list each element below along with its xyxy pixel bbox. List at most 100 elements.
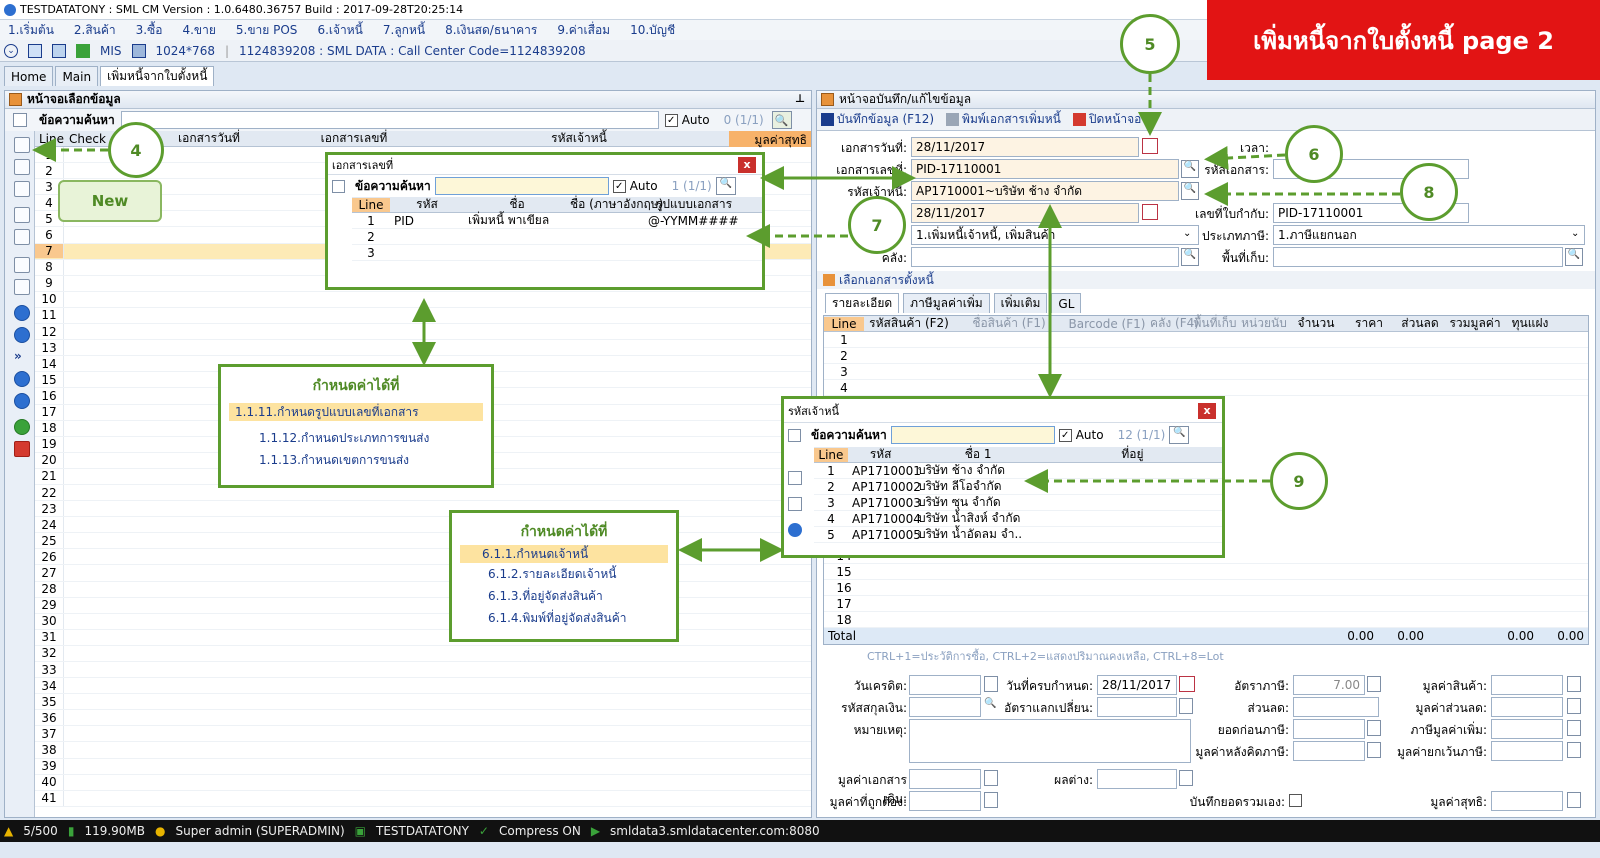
dialog1-row[interactable]: 3 <box>352 245 762 262</box>
doc-date-field[interactable]: 28/11/2017 <box>911 137 1139 157</box>
tree-icon[interactable] <box>13 113 27 127</box>
d2-col-name[interactable]: ชื่อ 1 <box>964 447 992 461</box>
calendar-icon[interactable] <box>1179 676 1195 692</box>
menu-item-10[interactable]: 10.บัญชี <box>630 22 676 37</box>
detail-col-3[interactable]: Barcode (F1) <box>1068 316 1146 331</box>
dialog1-auto-checkbox[interactable]: ✓ <box>612 179 626 193</box>
config-link-2[interactable]: 1.1.12.กำหนดประเภทการขนส่ง <box>259 430 430 445</box>
config-link-6[interactable]: 6.1.3.ที่อยู่จัดส่งสินค้า <box>488 588 603 603</box>
left-auto-checkbox[interactable]: ✓ <box>664 113 678 127</box>
calculator-icon[interactable] <box>984 792 998 808</box>
table-row[interactable]: 28 <box>35 581 811 598</box>
table-row[interactable]: 24 <box>35 517 811 534</box>
table-row[interactable]: 22 <box>35 484 811 502</box>
d1-col-name[interactable]: ชื่อ <box>509 197 525 211</box>
menu-item-1[interactable]: 1.เริ่มต้น <box>8 22 54 37</box>
preview-icon[interactable] <box>14 257 30 273</box>
table-row[interactable]: 36 <box>35 710 811 727</box>
search-icon[interactable]: 🔍 <box>1169 426 1190 444</box>
table-row[interactable]: 33 <box>35 662 811 679</box>
menu-item-7[interactable]: 7.ลูกหนี้ <box>382 22 426 37</box>
check-list-icon[interactable] <box>14 207 30 223</box>
d1-col-format[interactable]: รูปแบบเอกสาร <box>655 197 733 211</box>
creditor-field[interactable]: AP1710001~บริษัท ช้าง จำกัด <box>911 181 1179 201</box>
print-icon[interactable] <box>14 279 30 295</box>
search-icon[interactable]: 🔍 <box>771 111 792 129</box>
doc-no-field[interactable]: PID-17110001 <box>911 159 1179 179</box>
arrow-down-icon[interactable] <box>14 393 30 409</box>
left-search-input[interactable] <box>120 111 659 129</box>
calculator-icon[interactable] <box>1567 698 1581 714</box>
arrow-left-icon[interactable] <box>14 305 30 321</box>
close-icon[interactable] <box>14 441 30 457</box>
copy-document-icon[interactable] <box>14 181 30 197</box>
goods-value-field[interactable] <box>1491 675 1563 695</box>
menu-item-5[interactable]: 5.ขาย POS <box>235 22 298 37</box>
detail-row[interactable]: 1 <box>824 332 1588 349</box>
col-doc-no[interactable]: เอกสารเลขที่ <box>320 131 388 145</box>
detail-col-5[interactable]: พื้นที่เก็บ <box>1193 316 1237 330</box>
col-doc-date[interactable]: เอกสารวันที่ <box>178 131 240 145</box>
mis-icon[interactable] <box>76 43 90 58</box>
credit-day-field[interactable] <box>909 675 981 695</box>
due-date-field[interactable]: 28/11/2017 <box>1097 675 1177 695</box>
calendar-icon[interactable] <box>1142 204 1158 220</box>
calculator-icon[interactable] <box>52 43 66 58</box>
table-row[interactable]: 26 <box>35 549 811 566</box>
calculator-icon[interactable] <box>1567 792 1581 808</box>
tax-date-field[interactable]: 28/11/2017 <box>911 203 1139 223</box>
detail-col-7[interactable]: จำนวน <box>1297 316 1335 330</box>
d2-col-line[interactable]: Line <box>814 447 848 462</box>
resolution-icon[interactable] <box>131 43 146 58</box>
search-icon[interactable]: 🔍 <box>1181 160 1199 178</box>
location-field[interactable] <box>1273 247 1563 267</box>
tree-icon[interactable] <box>788 428 801 442</box>
menu-item-9[interactable]: 9.ค่าเสื่อม <box>557 22 611 37</box>
tab-add-debt[interactable]: เพิ่มหนี้จากใบตั้งหนี้ <box>100 66 215 86</box>
select-docs-bar[interactable]: เลือกเอกสารตั้งหนี้ <box>817 271 1595 289</box>
config-link-4[interactable]: 6.1.1.กำหนดเจ้าหนี้ <box>460 545 668 563</box>
dialog2-search-input[interactable] <box>890 426 1055 444</box>
manual-total-checkbox[interactable] <box>1289 794 1302 807</box>
d1-col-line[interactable]: Line <box>352 197 390 212</box>
currency-field[interactable] <box>909 697 981 717</box>
menu-item-2[interactable]: 2.สินค้า <box>73 22 116 37</box>
calculator-icon[interactable] <box>984 770 998 786</box>
new-document-icon[interactable] <box>14 137 30 153</box>
net-field[interactable] <box>1491 791 1563 811</box>
tab-main[interactable]: Main <box>55 66 99 86</box>
open-document-icon[interactable] <box>14 159 30 175</box>
table-row[interactable]: 32 <box>35 645 811 662</box>
config-link-3[interactable]: 1.1.13.กำหนดเขตการขนส่ง <box>259 452 410 467</box>
help-icon[interactable] <box>14 419 30 435</box>
chevron-down-icon[interactable]: ⌄ <box>1571 228 1580 239</box>
check-list-icon[interactable] <box>788 471 802 485</box>
calculator-icon[interactable] <box>984 676 998 692</box>
search-icon[interactable]: 🔍 <box>984 698 997 709</box>
discount-field[interactable] <box>1293 697 1379 717</box>
table-row[interactable]: 29 <box>35 597 811 614</box>
detail-row[interactable]: 16 <box>824 580 1588 597</box>
discount-value-field[interactable] <box>1491 697 1563 717</box>
tree-icon[interactable] <box>332 179 345 193</box>
tab-vat[interactable]: ภาษีมูลค่าเพิ่ม <box>903 293 990 313</box>
warehouse-field[interactable] <box>911 247 1179 267</box>
vat-type-select[interactable]: 1.ภาษีแยกนอก <box>1273 225 1585 245</box>
preview-icon[interactable] <box>788 497 802 511</box>
chevron-down-icon[interactable]: ⌄ <box>1183 228 1192 239</box>
dialog1-row[interactable]: 2 <box>352 229 762 246</box>
calculator-icon[interactable] <box>1367 720 1381 736</box>
table-row[interactable]: 37 <box>35 726 811 743</box>
config-link-7[interactable]: 6.1.4.พิมพ์ที่อยู่จัดส่งสินค้า <box>488 610 627 625</box>
calculator-icon[interactable] <box>1567 720 1581 736</box>
dialog1-search-input[interactable] <box>434 177 609 195</box>
table-row[interactable]: 38 <box>35 742 811 759</box>
table-row[interactable]: 35 <box>35 694 811 711</box>
table-row[interactable]: 25 <box>35 533 811 550</box>
table-row[interactable]: 23 <box>35 501 811 518</box>
arrow-up-icon[interactable] <box>14 371 30 387</box>
tab-gl[interactable]: GL <box>1051 293 1082 313</box>
chevron-down-icon[interactable]: ⌄ <box>4 43 18 58</box>
orig-doc-field[interactable] <box>909 769 981 789</box>
